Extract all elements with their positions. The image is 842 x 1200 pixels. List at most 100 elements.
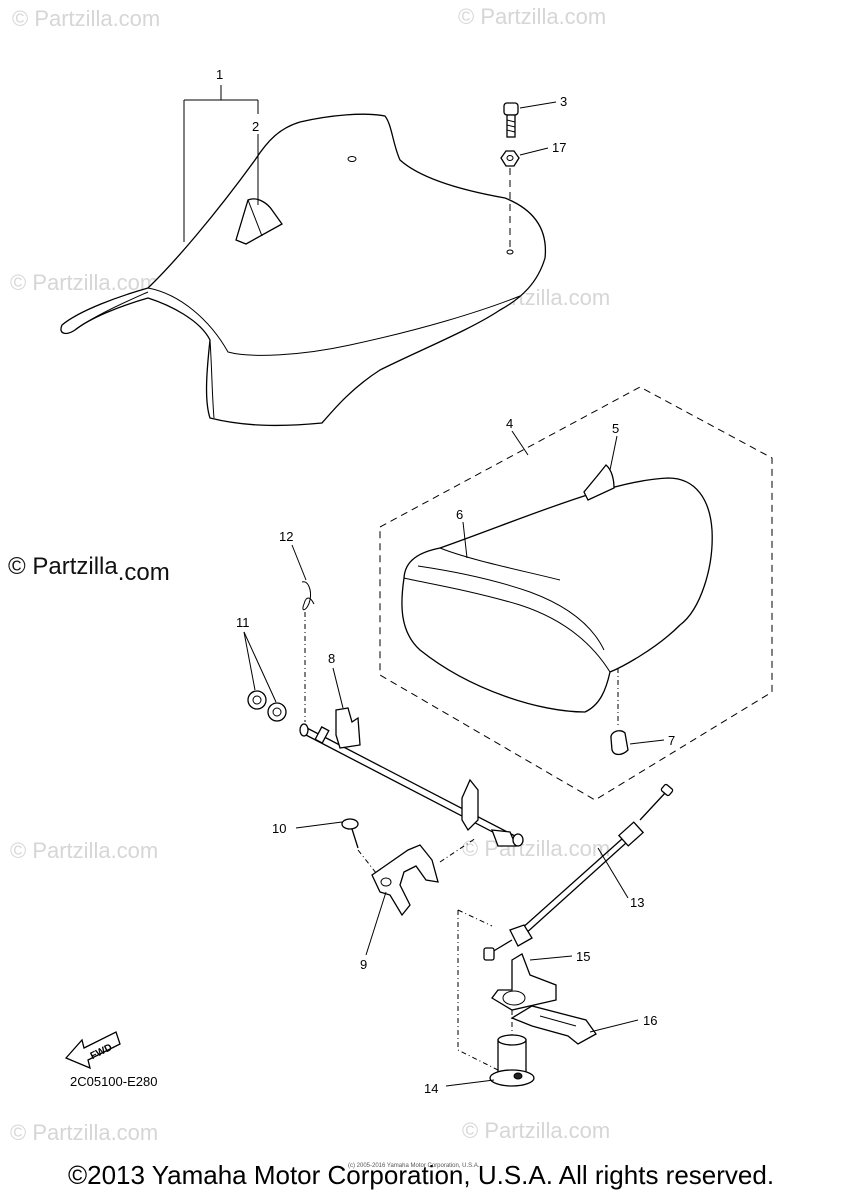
fwd-arrow: FWD	[64, 1031, 121, 1070]
seat-label-patch	[235, 198, 283, 245]
callout-13: 13	[630, 895, 645, 910]
rod-end-cap	[512, 833, 524, 847]
watermark-lower-right: © Partzilla.com	[462, 836, 611, 861]
callout-8: 8	[328, 651, 336, 666]
lock-flange	[489, 1069, 535, 1087]
seat-outline	[60, 113, 547, 427]
lock-rod-assembly	[243, 544, 524, 847]
passenger-seat-body	[401, 477, 713, 713]
callout-11: 11	[236, 615, 250, 630]
cable-barrel	[483, 947, 495, 961]
passenger-seat-rim	[403, 577, 611, 673]
passenger-seat-rim-inner	[417, 565, 605, 651]
leader-8	[332, 667, 344, 709]
bracket-16-slot	[539, 1015, 577, 1027]
leader-16	[589, 1019, 639, 1033]
bracket-centerline	[439, 837, 477, 863]
seat-front-lip	[74, 291, 149, 331]
callout-12: 12	[279, 529, 294, 544]
callout-16: 16	[643, 1013, 658, 1028]
bolt-thread	[506, 119, 516, 133]
callout-14: 14	[424, 1081, 439, 1096]
passenger-seat-label	[583, 464, 615, 501]
callout-7: 7	[668, 733, 676, 748]
leader-4	[511, 430, 529, 456]
rod-end-fitting	[491, 829, 517, 847]
leader-3	[519, 101, 557, 109]
cable-adjuster	[617, 821, 645, 847]
cable-line-a	[519, 829, 633, 931]
clip-12	[301, 581, 315, 611]
screw-10-shank	[351, 828, 359, 849]
callout-6: 6	[456, 507, 464, 522]
bracket-15	[491, 953, 557, 1011]
bracket-assembly	[295, 818, 477, 956]
leader-9	[365, 891, 387, 956]
seat-label-fold	[247, 199, 263, 237]
collar-hole	[506, 155, 514, 161]
callout-3: 3	[560, 94, 568, 109]
watermark-mid-left: © Partzilla.com	[10, 270, 159, 295]
bushing-11a-hole	[252, 695, 262, 705]
bolt-head	[503, 102, 519, 116]
bracket-9-hole	[380, 877, 392, 887]
callout-1: 1	[216, 67, 224, 82]
bushing-11b	[267, 702, 287, 722]
hook-8-front	[335, 707, 361, 749]
bracket-16	[510, 1005, 597, 1045]
leader-12	[291, 544, 307, 581]
seat-top-ridge	[147, 287, 521, 356]
rod-end-left	[299, 723, 309, 737]
watermark-top-right: © Partzilla.com	[458, 4, 607, 29]
watermark-lower-left: © Partzilla.com	[10, 838, 159, 863]
screw-10-head	[341, 818, 359, 830]
callout-5: 5	[612, 421, 620, 436]
hook-8-rear	[461, 778, 479, 832]
watermark-prominent: © Partzilla.com	[8, 553, 170, 586]
seat-bolt-hole	[506, 249, 514, 255]
leader-13	[597, 847, 629, 899]
seat-bolt-group	[500, 101, 557, 250]
callout-17: 17	[552, 140, 567, 155]
collar-17	[500, 150, 520, 167]
leader-11a	[243, 631, 256, 691]
cable-end	[660, 783, 674, 797]
watermark-bottom-right: © Partzilla.com	[462, 1118, 611, 1143]
watermark-top-left: © Partzilla.com	[12, 6, 161, 31]
rod-top	[304, 726, 516, 837]
leader-5	[609, 435, 618, 471]
part-7-damper	[610, 730, 629, 756]
bushing-11b-hole	[272, 707, 282, 717]
cable-barrel-link	[491, 939, 513, 953]
diagram-code: 2C05100-E280	[70, 1074, 158, 1089]
cable-inner	[639, 791, 667, 821]
leader-1-bracket	[183, 85, 259, 242]
rod-collar	[314, 726, 330, 744]
fine-print: (c) 2005-2016 Yamaha Motor Corporation, …	[348, 1163, 480, 1169]
seat-assembly	[60, 113, 547, 427]
leader-7	[629, 739, 665, 745]
seat-lock-cable	[483, 783, 674, 961]
leader-10	[295, 821, 343, 829]
watermark-prominent-part1: © Partzilla	[8, 553, 118, 580]
leader-17	[519, 147, 549, 156]
callout-9: 9	[360, 957, 368, 972]
bracket-9	[371, 844, 439, 917]
callout-4: 4	[506, 416, 514, 431]
leader-15	[529, 955, 573, 961]
cable-fitting	[509, 924, 533, 947]
watermark-bottom-left: © Partzilla.com	[10, 1120, 159, 1145]
seat-mount-hole	[347, 156, 357, 162]
bushing-11a	[247, 690, 267, 710]
leader-6	[462, 521, 468, 559]
leader-11b	[243, 631, 277, 703]
cable-line-b	[523, 833, 637, 936]
lock-keyhole	[513, 1072, 523, 1080]
lock-centerline-frame	[457, 909, 499, 1071]
callout-2: 2	[252, 119, 260, 134]
passenger-seat	[401, 435, 713, 756]
lock-top	[497, 1034, 527, 1046]
bracket-15-hole	[502, 990, 526, 1006]
rod-bottom	[303, 733, 513, 843]
